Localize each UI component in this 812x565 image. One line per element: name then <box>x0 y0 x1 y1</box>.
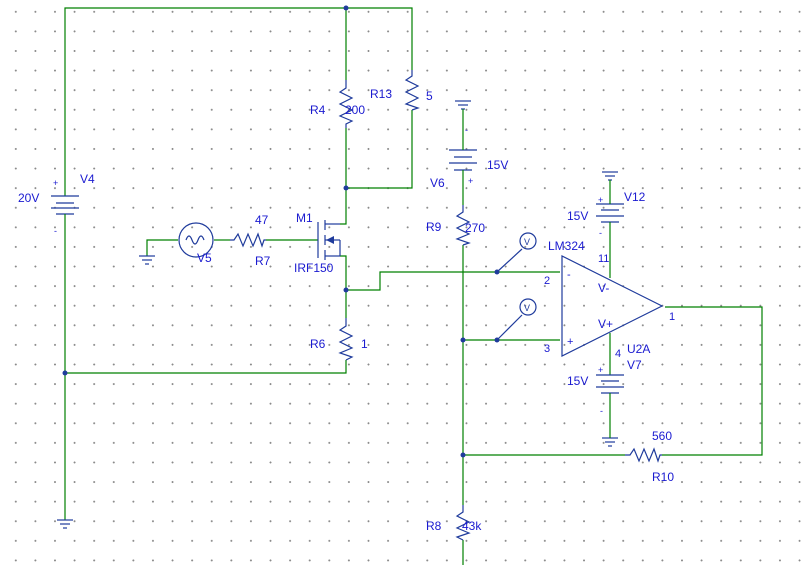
battery-v4[interactable]: + - V4 20V <box>18 172 95 236</box>
opamp-vplus-label: V+ <box>598 317 613 331</box>
wires <box>64 7 763 565</box>
polarity-plus: + <box>53 178 58 188</box>
opamp-part: LM324 <box>548 239 585 253</box>
probe-label: V <box>524 237 530 247</box>
v12-name: V12 <box>624 190 646 204</box>
resistor-r9[interactable]: R9 270 <box>426 205 485 246</box>
r8-value: 43k <box>462 519 482 533</box>
v7-name: V7 <box>627 358 642 372</box>
wire-bottom-r6 <box>65 360 347 374</box>
junction-dot <box>343 185 349 191</box>
junction-dot <box>460 337 466 343</box>
wire-feedback <box>662 306 763 456</box>
battery-v6[interactable]: - + 15V V6 <box>430 100 508 190</box>
pin-3-label: 3 <box>544 343 550 355</box>
v4-name: V4 <box>80 172 95 186</box>
junction-dot <box>62 370 68 376</box>
polarity-minus: - <box>465 125 468 135</box>
wire-top-rail <box>64 7 413 186</box>
v6-value: 15V <box>487 158 508 172</box>
v7-value: 15V <box>567 374 588 388</box>
r4-value: 200 <box>345 103 365 117</box>
r7-value: 47 <box>255 213 269 227</box>
r6-name: R6 <box>310 337 326 351</box>
wire-v5-gnd <box>146 239 178 256</box>
opamp-vminus-label: V- <box>598 281 609 295</box>
polarity-plus: + <box>598 365 603 375</box>
source-v5[interactable]: V5 <box>178 222 214 265</box>
battery-v7[interactable]: + - V7 15V <box>567 358 642 416</box>
wire-source <box>340 255 347 318</box>
resistor-r13[interactable]: R13 5 <box>370 70 433 111</box>
resistor-r6[interactable]: R6 1 <box>310 318 368 361</box>
junctions <box>62 5 500 458</box>
ground-icon <box>602 432 618 447</box>
probe-label: V <box>524 303 530 313</box>
v5-name: V5 <box>197 251 212 265</box>
pin-11-label: 11 <box>598 253 609 265</box>
r10-name: R10 <box>652 470 674 484</box>
resistor-r4[interactable]: R4 200 <box>310 80 365 128</box>
resistor-r7[interactable]: 47 R7 <box>230 213 271 268</box>
r8-name: R8 <box>426 519 442 533</box>
r13-value: 5 <box>426 89 433 103</box>
r9-name: R9 <box>426 220 442 234</box>
battery-v12[interactable]: + - V12 15V <box>567 171 646 238</box>
polarity-minus: - <box>54 226 57 236</box>
resistor-r8[interactable]: R8 43k <box>426 505 482 541</box>
voltage-probe-inv[interactable]: V <box>496 232 537 273</box>
v12-value: 15V <box>567 209 588 223</box>
junction-dot <box>343 287 349 293</box>
ground-icon <box>139 255 155 265</box>
pin-1-label: 1 <box>669 311 675 323</box>
opamp-u2a[interactable]: - + V- V+ 2 3 1 11 4 LM324 U2A <box>544 239 675 360</box>
polarity-minus: - <box>600 406 603 416</box>
junction-dot <box>343 5 349 11</box>
r4-name: R4 <box>310 103 326 117</box>
v4-value: 20V <box>18 191 39 205</box>
ground-icon <box>57 519 73 529</box>
m1-part: IRF150 <box>294 261 334 275</box>
wire-drain <box>340 188 347 225</box>
mosfet-m1[interactable]: M1 IRF150 <box>294 211 341 275</box>
opamp-plus-sign: + <box>567 336 573 348</box>
wire-r4-r13-bottom <box>345 110 413 189</box>
r13-name: R13 <box>370 87 392 101</box>
opamp-minus-sign: - <box>567 269 571 281</box>
r9-value: 270 <box>465 221 485 235</box>
junction-dot <box>460 452 466 458</box>
pin-4-label: 4 <box>615 348 621 360</box>
opamp-name: U2A <box>627 342 650 356</box>
polarity-plus: + <box>598 195 603 205</box>
voltage-probe-noninv[interactable]: V <box>496 298 537 341</box>
r6-value: 1 <box>361 337 368 351</box>
polarity-minus: - <box>599 228 602 238</box>
pin-2-label: 2 <box>544 275 550 287</box>
m1-name: M1 <box>296 211 313 225</box>
v6-name: V6 <box>430 176 445 190</box>
r10-value: 560 <box>652 429 672 443</box>
resistor-r10[interactable]: 560 R10 <box>625 429 674 484</box>
polarity-plus: + <box>468 176 473 186</box>
r7-name: R7 <box>255 254 271 268</box>
wire-to-inv <box>346 271 560 291</box>
